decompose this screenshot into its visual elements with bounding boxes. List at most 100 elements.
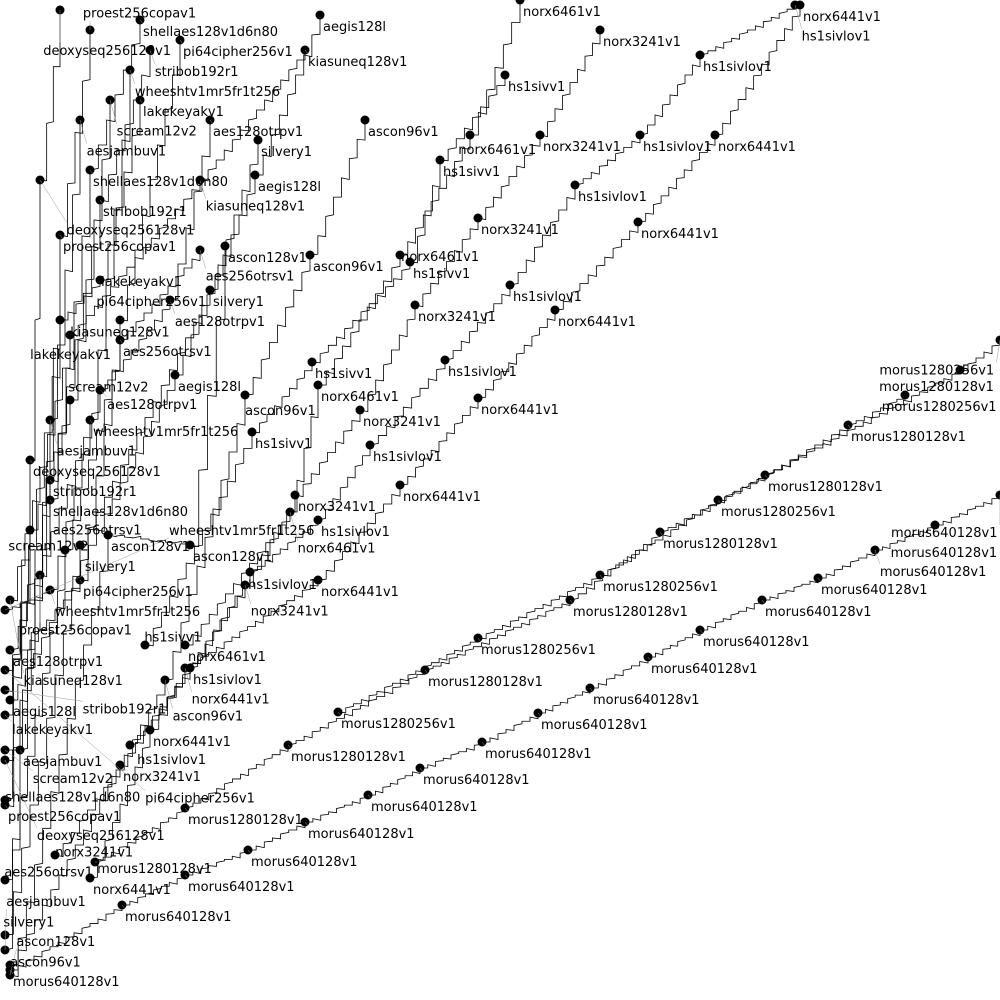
point-label: aesjambuv1 — [6, 895, 85, 910]
data-point-norx3241v1 — [50, 850, 60, 860]
series-line-aesjambuv1 — [4, 120, 81, 951]
label-leader-line — [424, 669, 429, 675]
point-label: kiasuneq128v1 — [308, 55, 407, 70]
label-leader-line — [39, 179, 67, 223]
point-label: morus640128v1 — [485, 747, 592, 762]
data-point-aegis128l — [170, 370, 180, 380]
point-label: norx3241v1 — [481, 223, 559, 238]
point-label: shellaes128v1d6n80 — [5, 790, 140, 805]
point-label: pi64cipher256v1 — [183, 45, 293, 60]
label-leader-line — [184, 667, 192, 692]
point-label: ascon128v1 — [16, 935, 95, 950]
point-label: morus1280256v1 — [341, 717, 456, 732]
label-leader-line — [89, 169, 94, 175]
point-label: morus1280128v1 — [663, 537, 778, 552]
data-point-hs1sivlov1 — [125, 740, 135, 750]
label-leader-line — [121, 904, 126, 910]
label-leader-line — [49, 499, 54, 505]
label-leader-line — [569, 599, 574, 605]
data-point-norx3241v1 — [115, 760, 125, 770]
label-leader-line — [4, 759, 38, 828]
data-point-morus1280128v1 — [900, 390, 910, 400]
data-point-norx6461v1 — [395, 250, 405, 260]
label-leader-line — [4, 804, 9, 810]
point-label: hs1sivlov1 — [448, 365, 517, 380]
point-label: proest256copav1 — [63, 240, 176, 255]
series-line-hs1sivlov1 — [129, 5, 796, 746]
data-point-norx6441v1 — [313, 575, 323, 585]
point-label: morus640128v1 — [593, 693, 700, 708]
point-label: lakekeyakv1 — [101, 275, 182, 290]
data-point-scream12v2 — [65, 395, 75, 405]
data-point-silvery1 — [205, 285, 215, 295]
data-point-norx6441v1 — [395, 480, 405, 490]
series-line-morus1280256v1 — [337, 340, 1000, 714]
data-point-norx3241v1 — [535, 130, 545, 140]
point-label: lakekeyakv1 — [12, 723, 93, 738]
label-leader-line — [184, 874, 189, 880]
point-label: pi64cipher256v1 — [96, 295, 206, 310]
point-label: aes256otrsv1 — [53, 523, 142, 538]
point-label: morus1280128v1 — [573, 605, 688, 620]
series-line-norx6461v1 — [185, 0, 521, 646]
point-label: norx3241v1 — [298, 500, 376, 515]
data-point-norx6461v1 — [180, 640, 190, 650]
point-label: hs1sivlov1 — [513, 290, 582, 305]
data-point-scream12v2 — [25, 525, 35, 535]
label-leader-line — [477, 637, 482, 643]
point-label: norx6441v1 — [93, 883, 171, 898]
point-label: deoxyseq256128v1 — [67, 223, 195, 238]
data-point-norx3241v1 — [595, 25, 605, 35]
point-label: aes256otrsv1 — [4, 865, 93, 880]
point-label: aegis128l — [178, 380, 241, 395]
label-leader-line — [4, 749, 33, 772]
point-label: norx6441v1 — [718, 140, 796, 155]
label-leader-line — [9, 969, 14, 975]
series-line-proest256copav1 — [4, 30, 91, 808]
data-point-silvery1 — [0, 930, 10, 940]
data-point-norx6441v1 — [550, 305, 560, 315]
data-point-hs1sivv1 — [435, 155, 445, 165]
series-line-norx6441v1 — [89, 5, 801, 879]
point-label: lakekeyakv1 — [30, 348, 111, 363]
point-label: norx6461v1 — [458, 143, 536, 158]
data-point-hs1sivlov1 — [635, 130, 645, 140]
label-leader-line — [9, 949, 17, 976]
series-line-aegis128l — [10, 15, 321, 701]
point-label: hs1sivv1 — [144, 630, 201, 645]
point-label: aesjambuv1 — [57, 445, 136, 460]
label-leader-line — [184, 807, 189, 813]
label-leader-line — [794, 4, 802, 29]
point-label: norx3241v1 — [123, 770, 201, 785]
point-label: pi64cipher256v1 — [83, 585, 193, 600]
point-label: morus1280256v1 — [879, 363, 994, 378]
point-label: silvery1 — [85, 560, 136, 575]
point-label: hs1sivlov1 — [802, 30, 871, 45]
point-label: ascon96v1 — [10, 955, 81, 970]
point-label: morus1280128v1 — [97, 862, 212, 877]
label-leader-line — [247, 849, 252, 855]
point-label: wheeshtv1mr5fr1t256 — [93, 425, 238, 440]
point-label: scream12v2 — [117, 125, 197, 140]
point-label: wheeshtv1mr5fr1t256 — [169, 524, 314, 539]
series-line-stribob192r1 — [4, 50, 151, 693]
point-label: aesjambuv1 — [87, 145, 166, 160]
label-leader-line — [9, 649, 14, 655]
point-label: morus640128v1 — [541, 718, 648, 733]
label-leader-line — [209, 119, 214, 125]
point-label: shellaes128v1d6n80 — [53, 505, 188, 520]
point-label: aes128otrpv1 — [13, 655, 103, 670]
data-point-ascon128v1 — [220, 241, 230, 251]
point-label: aes128otrpv1 — [175, 315, 265, 330]
point-label: norx6441v1 — [481, 403, 559, 418]
label-leader-line — [99, 199, 104, 205]
point-label: norx3241v1 — [251, 605, 329, 620]
label-leader-line — [699, 629, 704, 635]
data-point-norx6441v1 — [633, 217, 643, 227]
label-leader-line — [537, 712, 542, 718]
point-label: norx6461v1 — [523, 5, 601, 20]
label-leader-line — [304, 821, 309, 827]
point-label: norx6461v1 — [321, 390, 399, 405]
point-label: ascon128v1 — [111, 540, 190, 555]
point-label: hs1sivv1 — [443, 165, 500, 180]
